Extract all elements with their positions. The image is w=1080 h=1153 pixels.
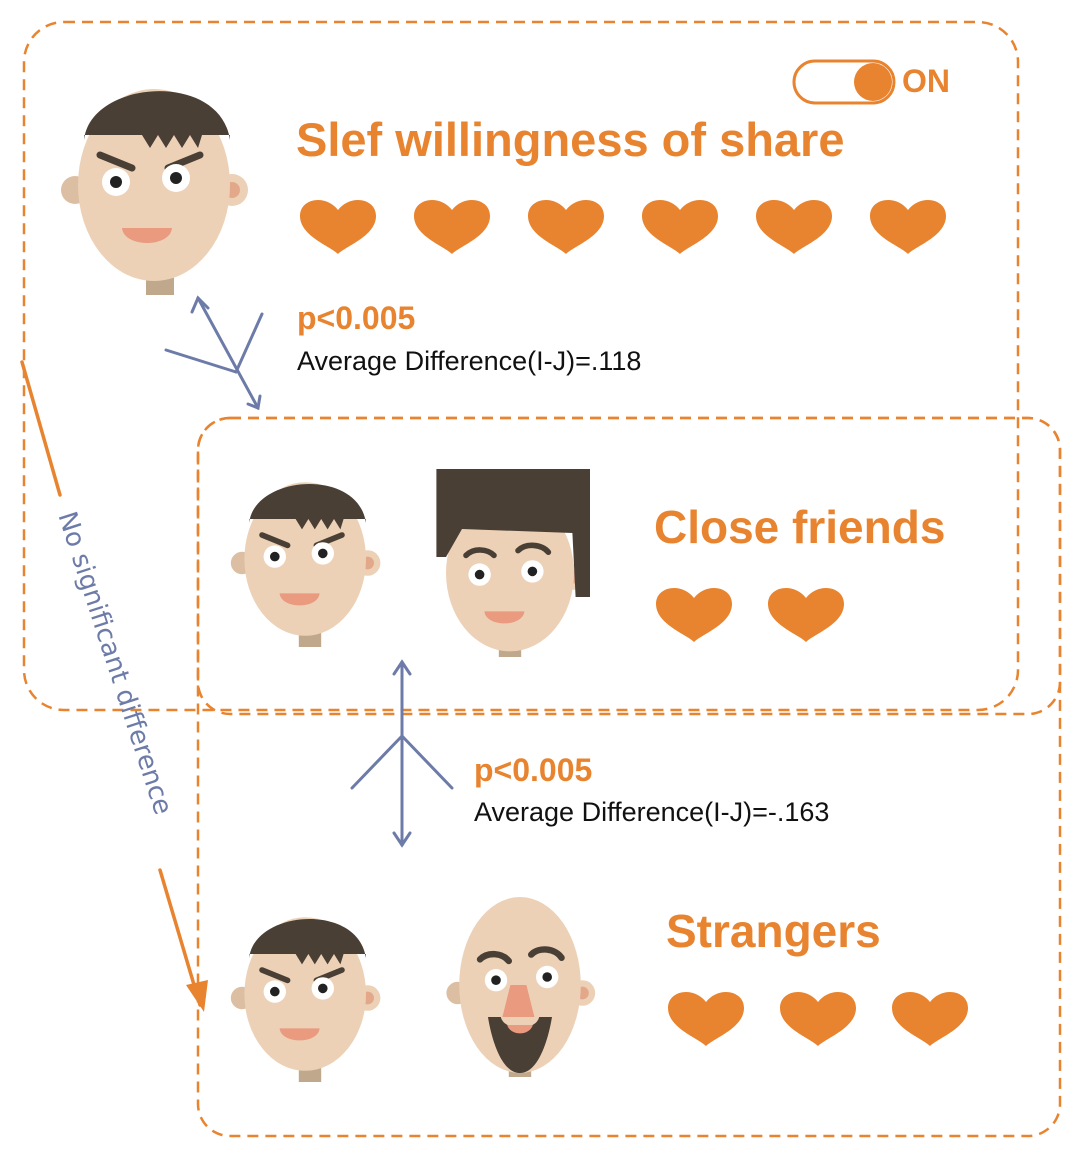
- hearts-self: [300, 199, 946, 254]
- strangers-group-box: [196, 416, 1062, 1138]
- heart-icon: [642, 199, 718, 254]
- p-value-friends-vs-strangers: p<0.005: [474, 752, 593, 788]
- heart-icon: [528, 199, 604, 254]
- heart-icon: [870, 199, 946, 254]
- toggle-switch[interactable]: [792, 59, 896, 105]
- heart-icon: [768, 587, 844, 642]
- group-title-self: Slef willingness of share: [296, 113, 845, 166]
- heart-icon: [756, 199, 832, 254]
- hearts-strangers: [668, 991, 968, 1046]
- hearts-close-friends: [656, 587, 844, 642]
- group-title-strangers: Strangers: [666, 905, 881, 957]
- group-title-close-friends: Close friends: [654, 501, 946, 553]
- heart-icon: [668, 991, 744, 1046]
- heart-icon: [300, 199, 376, 254]
- double-arrow-icon: [164, 295, 264, 411]
- heart-icon: [892, 991, 968, 1046]
- self-group-box: [22, 20, 1020, 712]
- heart-icon: [414, 199, 490, 254]
- face-icon: [436, 469, 590, 657]
- face-icon: [446, 897, 596, 1077]
- avg-diff-friends-vs-strangers: Average Difference(I-J)=-.163: [474, 797, 830, 827]
- toggle-label: ON: [902, 63, 950, 99]
- double-arrow-icon: [350, 659, 454, 848]
- face-icon: [230, 917, 381, 1082]
- face-icon: [230, 482, 381, 647]
- face-icon: [61, 89, 248, 295]
- curved-arrow-icon: [20, 360, 202, 1007]
- heart-icon: [780, 991, 856, 1046]
- avg-diff-self-vs-friends: Average Difference(I-J)=.118: [297, 346, 642, 376]
- heart-icon: [656, 587, 732, 642]
- p-value-self-vs-friends: p<0.005: [297, 300, 416, 336]
- curved-arrow-head: [186, 980, 208, 1012]
